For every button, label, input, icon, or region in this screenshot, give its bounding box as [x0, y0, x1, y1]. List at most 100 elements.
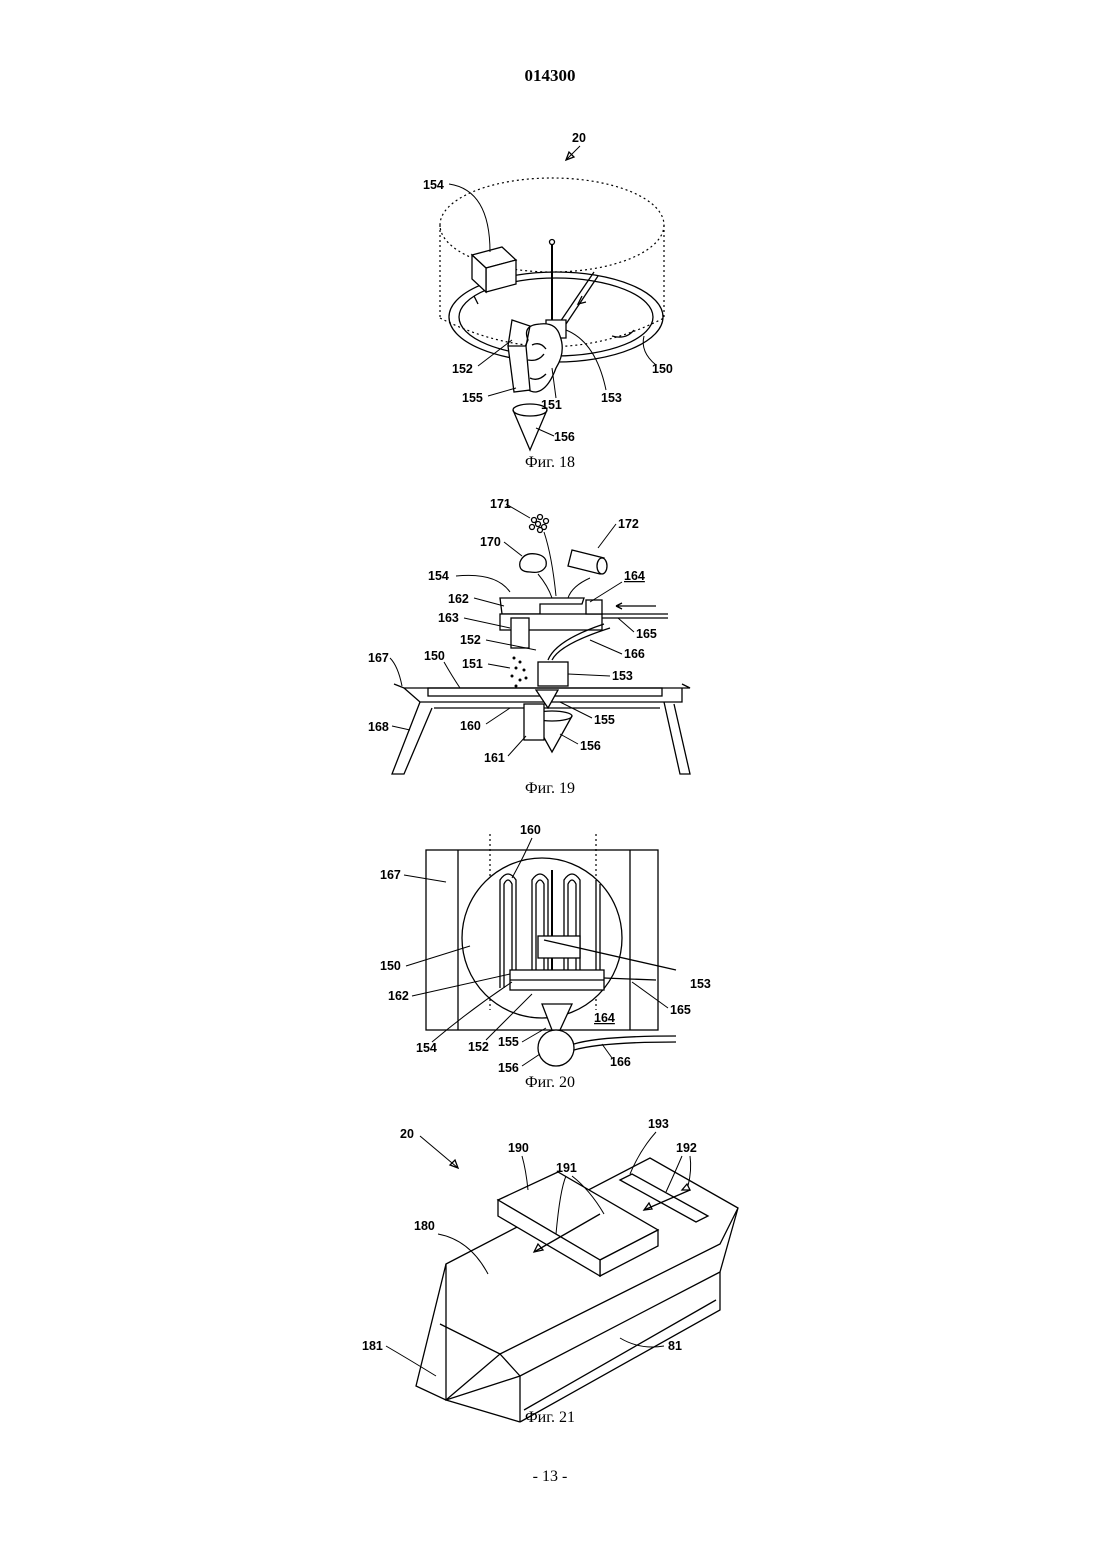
lump-170: [520, 554, 547, 573]
label-152: 152: [460, 633, 481, 647]
leader-171: [506, 504, 530, 518]
label-170: 170: [480, 535, 501, 549]
chute-152: [508, 346, 530, 392]
leader-167: [390, 658, 402, 686]
label-156: 156: [498, 1061, 519, 1075]
label-166: 166: [624, 647, 645, 661]
label-152: 152: [468, 1040, 489, 1054]
label-165: 165: [636, 627, 657, 641]
leader-166: [602, 1044, 612, 1058]
label-20: 20: [400, 1127, 414, 1141]
label-154: 154: [416, 1041, 437, 1055]
cone-156: [538, 1030, 574, 1066]
flow-arrow: [616, 603, 656, 609]
label-163: 163: [438, 611, 459, 625]
arm-rail-2: [566, 276, 598, 324]
label-190: 190: [508, 1141, 529, 1155]
label-153: 153: [601, 391, 622, 405]
leader-170: [504, 542, 522, 556]
rod-cap: [550, 240, 555, 245]
leader-190: [522, 1156, 528, 1190]
label-180: 180: [414, 1219, 435, 1233]
label-150: 150: [380, 959, 401, 973]
figure-19-caption: Фиг. 19: [0, 780, 1100, 798]
label-162: 162: [388, 989, 409, 1003]
motor-161: [524, 704, 544, 740]
label-164: 164: [624, 569, 645, 583]
label-193: 193: [648, 1117, 669, 1131]
label-155: 155: [462, 391, 483, 405]
arrow-172-in: [568, 578, 590, 598]
leader-167: [404, 875, 446, 882]
leader-152: [478, 340, 512, 366]
label-160: 160: [520, 823, 541, 837]
leader-166: [590, 640, 622, 654]
label-192: 192: [676, 1141, 697, 1155]
label-151: 151: [541, 398, 562, 412]
label-161: 161: [484, 751, 505, 765]
leader-181: [386, 1346, 436, 1376]
arm-rail-1: [560, 272, 594, 322]
figure-21-caption: Фиг. 21: [0, 1409, 1100, 1427]
label-153: 153: [690, 977, 711, 991]
leader-150: [643, 336, 656, 365]
leader-164: [590, 582, 622, 602]
label-150: 150: [424, 649, 445, 663]
label-167: 167: [380, 868, 401, 882]
label-154: 154: [423, 178, 444, 192]
arrow-170-in: [538, 574, 552, 598]
block-163: [511, 618, 529, 648]
label-154: 154: [428, 569, 449, 583]
block-153: [538, 662, 568, 686]
leader-150: [406, 946, 470, 966]
leader-151: [488, 664, 510, 668]
figure-21-drawing: 20 193 190 191 192 180 181 81: [0, 1110, 1100, 1440]
rotation-arrow: [612, 330, 634, 337]
label-81: 81: [668, 1339, 682, 1353]
label-153: 153: [612, 669, 633, 683]
label-165: 165: [670, 1003, 691, 1017]
label-191: 191: [556, 1161, 577, 1175]
figure-20-caption: Фиг. 20: [0, 1074, 1100, 1092]
leg-168-right: [664, 702, 690, 774]
figure-18-drawing: 20 154 152: [0, 0, 1100, 480]
label-160: 160: [460, 719, 481, 733]
rotation-tick: [474, 296, 478, 304]
figure-18: 20 154 152: [0, 0, 1100, 480]
leader-156: [536, 428, 554, 436]
label-166: 166: [610, 1055, 631, 1069]
label-155: 155: [594, 713, 615, 727]
label-171: 171: [490, 497, 511, 511]
figure-18-caption: Фиг. 18: [0, 454, 1100, 472]
housing-lid: [500, 598, 584, 614]
particles-171: [530, 515, 549, 533]
leg-168-left: [392, 702, 432, 774]
inlet-block: [586, 600, 602, 614]
leader-156: [560, 734, 578, 744]
leader-150: [444, 662, 460, 688]
label-172: 172: [618, 517, 639, 531]
leader-165: [618, 618, 634, 632]
figure-19: 171 172 170 154 164 162 163 165 152 166 …: [0, 490, 1100, 810]
figure-19-drawing: 171 172 170 154 164 162 163 165 152 166 …: [0, 490, 1100, 810]
leader-172: [598, 524, 616, 548]
label-181: 181: [362, 1339, 383, 1353]
page-number: - 13 -: [0, 1468, 1100, 1486]
leader-154: [456, 575, 510, 592]
label-20: 20: [572, 131, 586, 145]
leader-153: [568, 674, 610, 676]
figure-20: 160 167 150 153 162 165 164 154 152 155 …: [0, 820, 1100, 1100]
leader-165: [632, 982, 668, 1008]
leader-155: [488, 388, 516, 396]
label-156: 156: [580, 739, 601, 753]
figure-21: 20 193 190 191 192 180 181 81: [0, 1110, 1100, 1440]
label-162: 162: [448, 592, 469, 606]
tube-166-b: [574, 1042, 676, 1050]
label-167: 167: [368, 651, 389, 665]
label-156: 156: [554, 430, 575, 444]
leader-160: [486, 708, 510, 724]
label-155: 155: [498, 1035, 519, 1049]
leader-156: [522, 1054, 540, 1066]
label-151: 151: [462, 657, 483, 671]
leader-161: [508, 736, 526, 756]
